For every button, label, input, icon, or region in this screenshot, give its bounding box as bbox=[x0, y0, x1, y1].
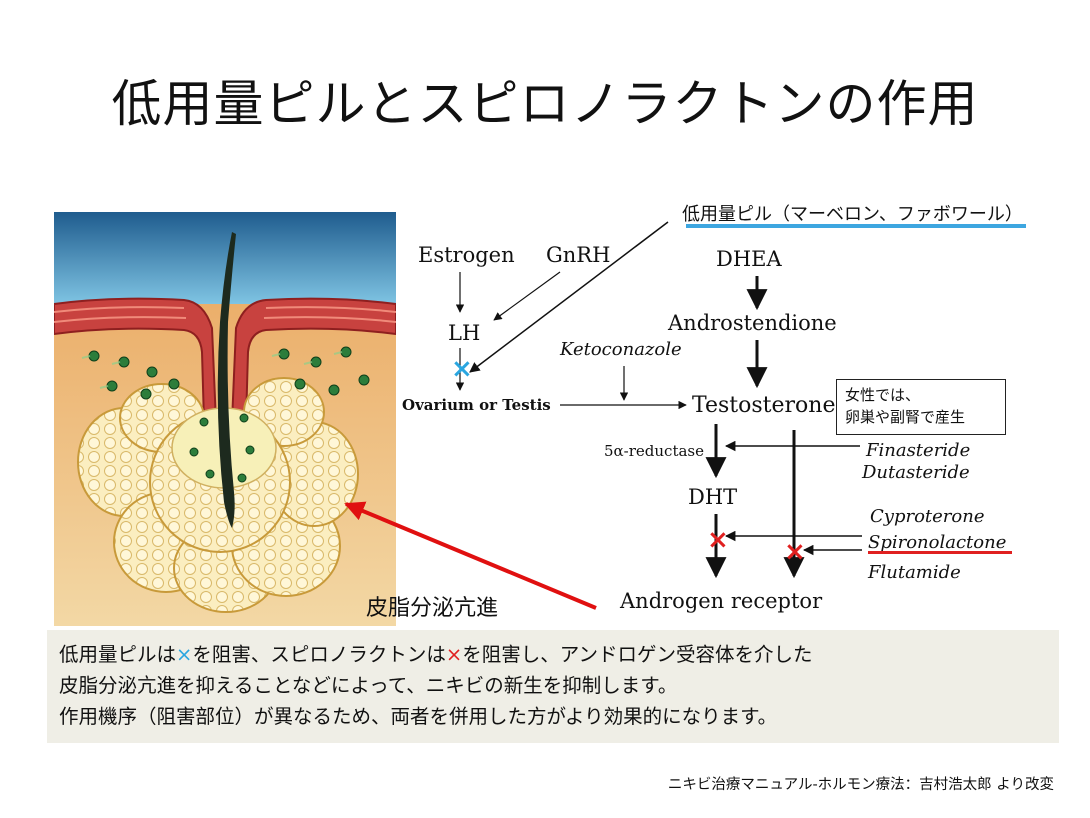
page-title: 低用量ピルとスピロノラクトンの作用 bbox=[111, 75, 979, 133]
dhea-label: DHEA bbox=[716, 247, 782, 271]
summary-line-1a: 低用量ピルは bbox=[59, 643, 177, 666]
lh-label: LH bbox=[448, 321, 480, 345]
spiro-block-mark-direct: × bbox=[784, 537, 806, 567]
gnrh-label: GnRH bbox=[546, 243, 610, 267]
pill-block-mark: × bbox=[451, 354, 473, 384]
summary-line-1b: を阻害、スピロノラクトンは bbox=[192, 643, 446, 666]
info-box: 女性では、 卵巣や副腎で産生 bbox=[836, 379, 1006, 435]
info-line-1: 女性では、 bbox=[845, 386, 921, 404]
cyproterone-label: Cyproterone bbox=[870, 506, 984, 527]
arrow-pill-block bbox=[469, 221, 669, 373]
summary-red-mark: × bbox=[445, 643, 463, 666]
summary-line-3: 作用機序（阻害部位）が異なるため、両者を併用した方がより効果的になります。 bbox=[59, 705, 778, 728]
info-line-2: 卵巣や副腎で産生 bbox=[845, 408, 966, 426]
arrow-gnrh-lh bbox=[493, 271, 561, 321]
summary-box: 低用量ピルは×を阻害、スピロノラクトンは×を阻害し、アンドロゲン受容体を介した … bbox=[47, 630, 1059, 743]
finasteride-label: Finasteride bbox=[865, 440, 970, 461]
summary-blue-mark: × bbox=[176, 643, 193, 666]
sebum-secretion-label: 皮脂分泌亢進 bbox=[366, 596, 499, 621]
spironolactone-label: Spironolactone bbox=[868, 532, 1006, 553]
arrow-sebum-secretion bbox=[344, 501, 597, 610]
spiro-block-mark-dht: × bbox=[707, 525, 729, 555]
summary-line-1: 低用量ピルは×を阻害、スピロノラクトンは×を阻害し、アンドロゲン受容体を介した bbox=[59, 639, 1059, 670]
pill-underline bbox=[686, 224, 1026, 228]
dutasteride-label: Dutasteride bbox=[861, 462, 970, 483]
pill-label: 低用量ピル（マーベロン、ファボワール） bbox=[682, 204, 1023, 225]
reductase-label: 5α-reductase bbox=[604, 442, 704, 460]
flutamide-label: Flutamide bbox=[867, 562, 961, 583]
dht-label: DHT bbox=[688, 485, 737, 509]
source-citation: ニキビ治療マニュアル-ホルモン療法：吉村浩太郎 より改変 bbox=[667, 777, 1054, 793]
summary-line-2: 皮脂分泌亢進を抑えることなどによって、ニキビの新生を抑制します。 bbox=[59, 674, 678, 697]
androstendione-label: Androstendione bbox=[667, 311, 837, 335]
summary-line-1c: を阻害し、アンドロゲン受容体を介した bbox=[462, 643, 813, 666]
testosterone-label: Testosterone bbox=[692, 393, 835, 418]
ovarium-label: Ovarium or Testis bbox=[402, 396, 551, 414]
estrogen-label: Estrogen bbox=[418, 243, 515, 267]
ketoconazole-label: Ketoconazole bbox=[559, 339, 682, 360]
androgen-receptor-label: Androgen receptor bbox=[619, 589, 823, 613]
sebaceous-gland-illustration bbox=[54, 212, 396, 626]
spironolactone-underline bbox=[868, 551, 1012, 554]
